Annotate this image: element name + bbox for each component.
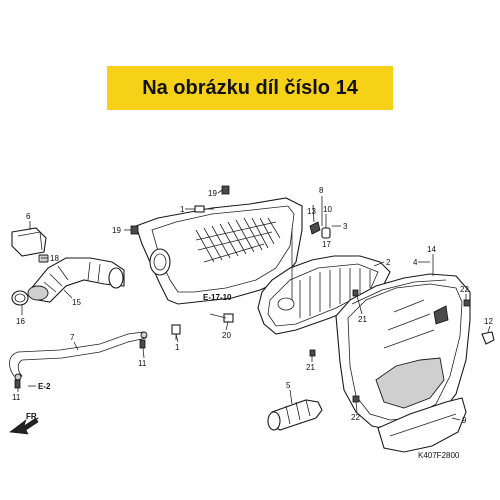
callout-16: 16 <box>16 317 25 326</box>
part-17-grommet <box>321 227 331 239</box>
part-22-screw-a <box>463 299 471 307</box>
part-15-intake-duct <box>27 257 125 303</box>
banner-title: Na obrázku díl číslo 14 <box>142 76 358 99</box>
part-18-clip <box>38 254 49 263</box>
ref-e17-10: E-17-10 <box>203 293 232 302</box>
diagram-code: K407F2800 <box>418 451 460 460</box>
callout-15: 15 <box>72 298 81 307</box>
part-11-clip-upper <box>139 339 146 349</box>
callout-21-b: 21 <box>306 363 315 372</box>
air-cleaner-case <box>135 197 303 305</box>
part-1-screw-bottom <box>171 324 181 340</box>
callout-22-a: 22 <box>460 285 469 294</box>
part-9-lower-cover <box>377 397 467 453</box>
front-arrow-label: FR. <box>26 412 39 421</box>
callout-1-bottom: 1 <box>175 343 180 352</box>
callout-11-lower: 11 <box>12 393 21 402</box>
callout-labels: 6 18 15 16 7 11 11 1 1 19 19 8 13 10 3 1… <box>12 186 493 425</box>
callout-6: 6 <box>26 212 31 221</box>
callout-17: 17 <box>322 240 331 249</box>
part-14-cover <box>335 273 471 431</box>
part-6-breather-cap <box>11 227 47 257</box>
callout-2: 2 <box>386 258 391 267</box>
callout-13: 13 <box>307 207 316 216</box>
part-11-clip-lower <box>14 379 21 389</box>
part-12-plug <box>481 331 495 345</box>
part-22-screw-b <box>352 395 360 403</box>
part-7-drain-hose <box>9 331 148 381</box>
leader-lines <box>17 189 491 421</box>
part-16-band <box>11 290 29 306</box>
part-13-clip <box>309 221 321 235</box>
part-19-bolt-top <box>221 185 230 195</box>
callout-1-top: 1 <box>180 205 185 214</box>
callout-18: 18 <box>50 254 59 263</box>
callout-7: 7 <box>70 333 75 342</box>
callout-14: 14 <box>427 245 436 254</box>
callout-4: 4 <box>413 258 418 267</box>
part-21-screw-a <box>352 289 359 297</box>
callout-11-upper: 11 <box>138 359 147 368</box>
callout-8: 8 <box>319 186 324 195</box>
callout-21-a: 21 <box>358 315 367 324</box>
ref-e2: E-2 <box>38 382 51 391</box>
title-banner: Na obrázku díl číslo 14 <box>107 66 393 110</box>
callout-20: 20 <box>222 331 231 340</box>
part-5-tube <box>267 399 323 431</box>
callout-19-left: 19 <box>112 226 121 235</box>
callout-19-top: 19 <box>208 189 217 198</box>
callout-3: 3 <box>343 222 348 231</box>
callout-9: 9 <box>462 416 467 425</box>
callout-10: 10 <box>323 205 332 214</box>
part-20-bolt <box>209 313 234 323</box>
front-arrow: FR. <box>9 412 39 435</box>
part-21-screw-b <box>309 349 316 357</box>
part-19-bolt-left <box>130 225 139 235</box>
callout-5: 5 <box>286 381 291 390</box>
part-4-seal <box>351 279 447 305</box>
callout-12: 12 <box>484 317 493 326</box>
callout-22-b: 22 <box>351 413 360 422</box>
